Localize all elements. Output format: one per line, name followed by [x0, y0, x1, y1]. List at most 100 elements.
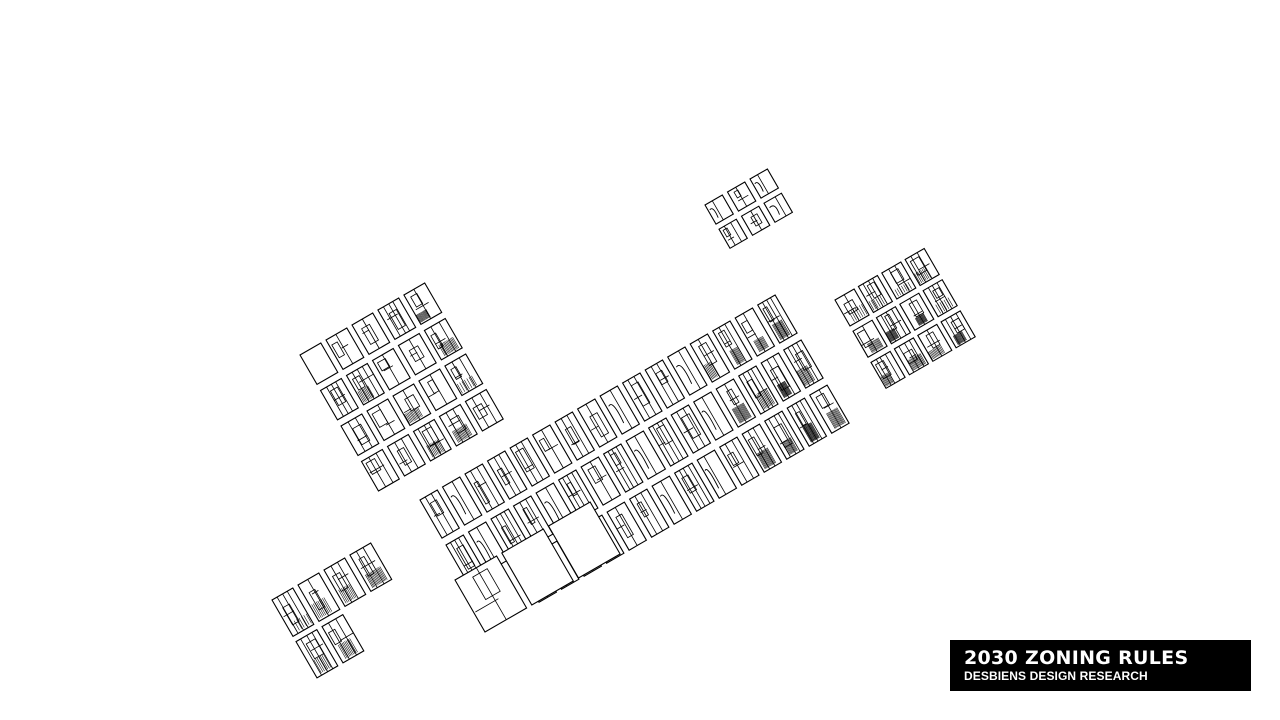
row-house-line	[414, 407, 421, 418]
row-house-line	[315, 601, 325, 617]
row-house-line	[777, 384, 786, 398]
lot-line	[727, 236, 735, 241]
lot-line	[660, 480, 683, 520]
row-house-line	[939, 344, 945, 353]
row-house-line	[782, 381, 791, 395]
lot-line	[890, 319, 902, 327]
row-house-line	[918, 315, 924, 324]
row-house-line	[313, 659, 322, 674]
row-house-line	[317, 600, 327, 616]
row-house-line	[923, 313, 928, 322]
row-house-line	[440, 343, 448, 355]
row-house-line	[780, 382, 789, 396]
driveway-curve	[608, 404, 625, 424]
building-footprint	[427, 379, 440, 395]
row-house-line	[935, 347, 941, 356]
row-house-line	[894, 289, 899, 297]
row-house-line	[419, 312, 425, 321]
row-house-line	[905, 283, 910, 291]
row-house-line	[800, 368, 810, 384]
row-house-line	[367, 385, 375, 398]
row-house-line	[828, 411, 839, 428]
row-house-line	[459, 426, 467, 439]
lot-line	[777, 413, 801, 452]
row-house-line	[920, 269, 927, 281]
row-house-line	[802, 426, 813, 443]
row-house-line	[774, 323, 784, 339]
row-house-line	[779, 320, 790, 336]
building-footprint	[655, 369, 669, 386]
row-house-line	[803, 426, 813, 442]
row-house-line	[874, 297, 881, 307]
row-house-line	[903, 284, 908, 292]
building-footprint	[327, 628, 343, 646]
building-footprint	[404, 394, 421, 412]
building-footprint	[925, 331, 941, 349]
lot-line	[711, 200, 724, 221]
row-house-line	[858, 305, 866, 316]
row-house-line	[881, 293, 887, 304]
building-footprint	[762, 306, 775, 323]
row-house-line	[806, 424, 817, 440]
row-house-line	[927, 351, 933, 360]
row-house-line	[706, 363, 716, 379]
city-block	[386, 433, 427, 477]
row-house-line	[757, 393, 767, 409]
lot-line	[742, 373, 766, 413]
building-footprint	[843, 299, 859, 315]
row-house-line	[887, 331, 894, 342]
row-house-line	[424, 310, 430, 319]
lot-line	[335, 381, 353, 412]
row-house-line	[932, 349, 938, 358]
lot-line	[757, 174, 769, 194]
building-footprint	[726, 388, 740, 406]
lot-line	[927, 339, 940, 348]
row-house-line	[856, 306, 864, 317]
lot-line	[515, 444, 538, 484]
row-house-line	[955, 334, 962, 344]
row-house-line	[741, 403, 750, 419]
row-house-line	[884, 374, 891, 385]
city-block	[325, 327, 365, 371]
lot-line	[361, 318, 380, 349]
row-house-line	[340, 643, 349, 658]
row-house-line	[874, 339, 881, 349]
lot-line	[479, 392, 498, 423]
lot-line	[330, 565, 353, 603]
row-house-line	[762, 390, 772, 406]
row-house-line	[829, 411, 840, 427]
lot-line	[560, 418, 584, 457]
row-house-line	[315, 658, 324, 673]
lot-line	[501, 470, 512, 478]
building-footprint	[376, 357, 391, 372]
row-house-line	[799, 368, 809, 385]
row-house-line	[787, 438, 796, 453]
row-house-line	[882, 375, 889, 386]
city-block	[418, 368, 458, 412]
lot-line	[283, 610, 295, 618]
row-house-line	[378, 566, 387, 581]
lot-line	[762, 302, 785, 341]
city-block	[392, 383, 432, 427]
driveway-curve	[754, 182, 764, 192]
row-house-line	[755, 339, 763, 352]
city-block	[763, 192, 794, 224]
row-house-line	[373, 569, 382, 583]
row-house-line	[707, 362, 717, 378]
lot-line	[408, 339, 427, 370]
city-block	[692, 391, 734, 441]
row-house-line	[836, 407, 846, 423]
row-house-line	[789, 437, 798, 451]
row-house-line	[369, 572, 378, 586]
row-house-line	[357, 391, 365, 403]
lot-line	[634, 495, 658, 535]
building-footprint	[331, 341, 346, 359]
building-footprint	[636, 501, 650, 518]
lot-line	[388, 303, 407, 334]
row-house-line	[887, 372, 894, 383]
city-block	[893, 337, 930, 376]
row-house-line	[879, 295, 885, 305]
row-house-line	[296, 619, 303, 629]
lot-line	[300, 638, 322, 676]
